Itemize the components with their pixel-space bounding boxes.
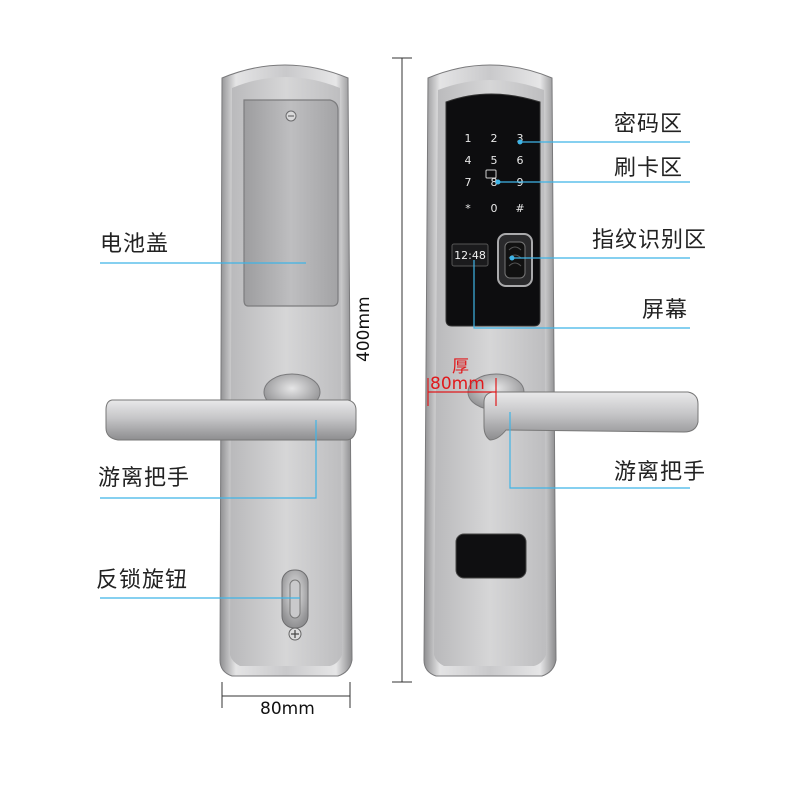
anti-lock-knob: [281, 569, 309, 641]
label-handle-left: 游离把手: [98, 466, 191, 491]
keypad-key: 4: [465, 154, 472, 167]
keypad-key: *: [465, 202, 471, 215]
height-dimension-line: [392, 57, 412, 683]
keypad-key: 5: [491, 154, 498, 167]
label-card-area: 刷卡区: [614, 156, 684, 181]
keypad-key: 7: [465, 176, 472, 189]
keypad-key: #: [515, 202, 524, 215]
card-reader-window: [455, 533, 527, 579]
label-anti-lock-knob: 反锁旋钮: [96, 568, 189, 593]
fingerprint-sensor: [497, 233, 533, 287]
callout-dots: [495, 139, 523, 261]
screen: 12:48: [451, 243, 489, 267]
keypad-key: 8: [491, 176, 498, 189]
right-handle: [467, 373, 699, 441]
thickness-title-label: 厚: [452, 357, 469, 377]
thickness-dimension-label: 80mm: [430, 374, 485, 394]
keypad-key: 0: [491, 202, 498, 215]
thickness-marker-lines: [427, 378, 497, 406]
left-handle: [105, 373, 357, 441]
keypad-key: 3: [517, 132, 524, 145]
width-dimension-label: 80mm: [260, 699, 315, 719]
card-icon: [485, 169, 497, 179]
callout-lines: [100, 141, 690, 599]
label-screen: 屏幕: [642, 298, 689, 323]
callout-handle-left: [100, 420, 317, 499]
height-dimension-label: 400mm: [354, 296, 374, 362]
label-password-area: 密码区: [614, 112, 684, 137]
label-battery-cover: 电池盖: [100, 232, 170, 257]
callout-screen: [473, 260, 690, 329]
label-fingerprint-area: 指纹识别区: [592, 228, 708, 253]
keypad-key: 1: [465, 132, 472, 145]
battery-cover: [243, 99, 339, 307]
callout-handle-right: [509, 412, 690, 489]
keypad-key: 6: [517, 154, 524, 167]
keypad-key: 2: [491, 132, 498, 145]
clock-readout: 12:48: [454, 249, 486, 262]
label-handle-right: 游离把手: [614, 460, 707, 485]
width-dimension-line: [221, 682, 351, 708]
